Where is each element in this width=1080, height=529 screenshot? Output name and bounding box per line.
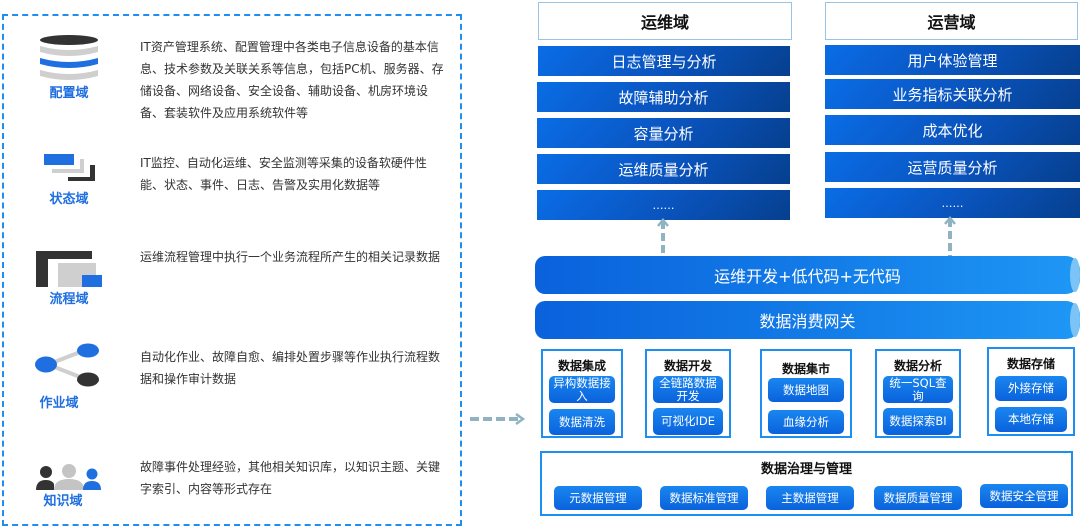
module-item: 数据地图 (768, 378, 844, 402)
module-item: 数据探索BI (883, 408, 953, 435)
domain-label: 作业域 (39, 396, 79, 411)
ops-domain-header: 运维域 (538, 2, 792, 40)
module-item: 异构数据接入 (549, 376, 615, 403)
module-item: 血缘分析 (768, 410, 844, 434)
module-data-development: 数据开发 全链路数据开发 可视化IDE (645, 349, 731, 438)
data-consumption-gateway: 数据消费网关 (535, 301, 1080, 339)
domain-description: IT监控、自动化运维、安全监测等采集的设备软硬件性能、状态、事件、日志、告警及实… (140, 156, 427, 192)
dashed-right-arrow-icon (470, 412, 526, 426)
domain-label: 知识域 (43, 494, 83, 509)
domain-label: 流程域 (49, 292, 89, 307)
module-title: 数据存储 (1006, 357, 1055, 371)
ops-item: …… (537, 190, 790, 220)
ops-item: 故障辅助分析 (537, 82, 790, 112)
module-data-mart: 数据集市 数据地图 血缘分析 (760, 349, 852, 438)
module-title: 数据集市 (781, 362, 830, 376)
domain-label: 状态域 (49, 192, 89, 207)
module-item: 统一SQL查询 (883, 376, 953, 403)
module-data-integration: 数据集成 异构数据接入 数据清洗 (541, 349, 623, 438)
module-item: 外接存储 (995, 376, 1067, 401)
operation-item: 成本优化 (825, 115, 1080, 145)
domain-description: IT资产管理系统、配置管理中各类电子信息设备的基本信息、技术参数及关联关系等信息… (140, 40, 444, 120)
status-layers-icon (44, 154, 95, 181)
module-title: 数据集成 (557, 359, 606, 373)
ops-item: 运维质量分析 (537, 154, 790, 184)
module-data-storage: 数据存储 外接存储 本地存储 (987, 347, 1075, 436)
dashed-up-arrow-icon (944, 216, 956, 256)
operation-item: …… (825, 188, 1080, 218)
process-blocks-icon (36, 251, 102, 287)
module-item: 本地存储 (995, 407, 1067, 432)
module-title: 数据分析 (893, 359, 942, 373)
devops-lowcode-layer: 运维开发+低代码+无代码 (535, 256, 1080, 294)
governance-item: 数据安全管理 (980, 484, 1068, 508)
data-governance-box: 数据治理与管理 元数据管理 数据标准管理 主数据管理 数据质量管理 数据安全管理 (540, 451, 1073, 516)
domain-description: 自动化作业、故障自愈、编排处置步骤等作业执行流程数据和操作审计数据 (140, 350, 441, 386)
governance-item: 数据标准管理 (660, 486, 748, 510)
governance-item: 数据质量管理 (874, 486, 962, 510)
domain-description: 故障事件处理经验，其他相关知识库，以知识主题、关键字索引、内容等形式存在 (140, 460, 441, 496)
operation-item: 业务指标关联分析 (825, 79, 1080, 109)
domain-description: 运维流程管理中执行一个业务流程所产生的相关记录数据 (140, 250, 441, 264)
module-title: 数据开发 (663, 359, 712, 373)
governance-item: 主数据管理 (766, 486, 854, 510)
dashed-up-arrow-icon (657, 218, 669, 258)
ops-item: 日志管理与分析 (538, 46, 790, 76)
module-item: 可视化IDE (653, 408, 723, 435)
operation-item: 用户体验管理 (825, 45, 1080, 75)
operation-item: 运营质量分析 (825, 152, 1080, 182)
operation-domain-header: 运营域 (825, 2, 1078, 40)
module-data-analysis: 数据分析 统一SQL查询 数据探索BI (875, 349, 961, 438)
domain-label: 配置域 (49, 86, 89, 101)
people-group-icon (36, 464, 101, 490)
share-nodes-icon (35, 343, 99, 387)
module-item: 全链路数据开发 (653, 376, 723, 403)
module-item: 数据清洗 (549, 409, 615, 435)
ops-item: 容量分析 (537, 118, 790, 148)
governance-item: 元数据管理 (554, 486, 642, 510)
source-domains-panel: 配置域 IT资产管理系统、配置管理中各类电子信息设备的基本信息、技术参数及关联关… (2, 14, 462, 526)
governance-title: 数据治理与管理 (760, 462, 852, 477)
database-stack-icon (40, 35, 98, 80)
